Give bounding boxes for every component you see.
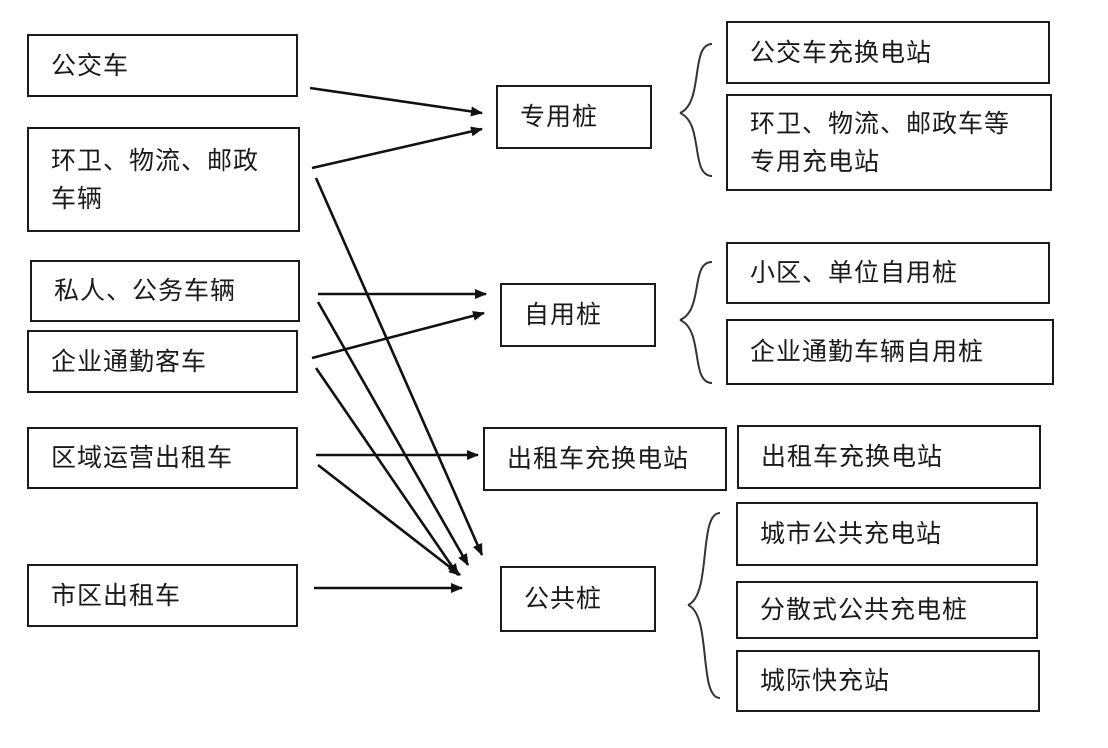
box-label: 专用桩	[520, 102, 599, 131]
box-label: 市区出租车	[51, 580, 182, 610]
box-label: 私人、公务车辆	[54, 276, 237, 305]
box-label: 环卫、物流、邮政车等	[750, 108, 1011, 138]
box-label: 自用桩	[524, 300, 603, 329]
box-label: 公共桩	[524, 584, 603, 613]
brace-dedicated	[679, 43, 713, 177]
box-label: 车辆	[51, 183, 104, 213]
source-box-sanitation: 环卫、物流、邮政 车辆	[27, 127, 300, 232]
box-label: 公交车充换电站	[750, 37, 933, 67]
box-label: 企业通勤客车	[51, 346, 208, 376]
detail-box-sanitation-station: 环卫、物流、邮政车等 专用充电站	[726, 94, 1052, 191]
source-box-private: 私人、公务车辆	[30, 260, 300, 322]
box-label: 城市公共充电站	[760, 519, 943, 548]
box-label: 公交车	[51, 50, 130, 80]
brace-self_use	[679, 261, 713, 384]
arrow-sanitation-to-public	[314, 177, 484, 556]
arrow-bus-to-dedicated	[309, 86, 483, 117]
box-label: 专用充电站	[750, 146, 881, 176]
brace-public	[687, 512, 721, 699]
detail-box-community-pile: 小区、单位自用桩	[726, 242, 1050, 304]
box-label: 分散式公共充电桩	[760, 595, 969, 624]
box-label: 出租车充换电站	[761, 442, 944, 471]
category-box-taxi-swap: 出租车充换电站	[483, 427, 727, 491]
arrow-commuter-to-self_use	[311, 310, 485, 360]
source-box-regional-taxi: 区域运营出租车	[27, 427, 298, 489]
detail-box-commuter-pile: 企业通勤车辆自用桩	[726, 319, 1054, 385]
arrow-regional_taxi-to-public	[317, 463, 461, 577]
box-label: 企业通勤车辆自用桩	[750, 337, 985, 366]
source-box-bus: 公交车	[27, 34, 298, 97]
box-label: 城际快充站	[760, 666, 891, 695]
arrow-sanitation-to-dedicated	[311, 126, 483, 170]
detail-box-bus-station: 公交车充换电站	[726, 21, 1050, 84]
arrow-private-to-public	[316, 301, 470, 566]
arrow-commuter-to-public	[314, 367, 460, 576]
detail-box-intercity-station: 城际快充站	[736, 650, 1040, 712]
box-label: 小区、单位自用桩	[750, 258, 959, 287]
category-box-self-use: 自用桩	[500, 283, 656, 347]
category-box-dedicated: 专用桩	[496, 85, 652, 149]
source-box-commuter: 企业通勤客车	[27, 330, 298, 393]
source-box-city-taxi: 市区出租车	[27, 564, 298, 627]
box-label: 出租车充换电站	[507, 444, 690, 473]
detail-box-distributed-pile: 分散式公共充电桩	[736, 581, 1038, 639]
detail-box-city-public-station: 城市公共充电站	[736, 502, 1038, 566]
detail-box-taxi-station: 出租车充换电站	[737, 425, 1041, 489]
box-label: 区域运营出租车	[51, 443, 234, 472]
category-box-public: 公共桩	[500, 566, 656, 632]
box-label: 环卫、物流、邮政	[51, 145, 260, 175]
